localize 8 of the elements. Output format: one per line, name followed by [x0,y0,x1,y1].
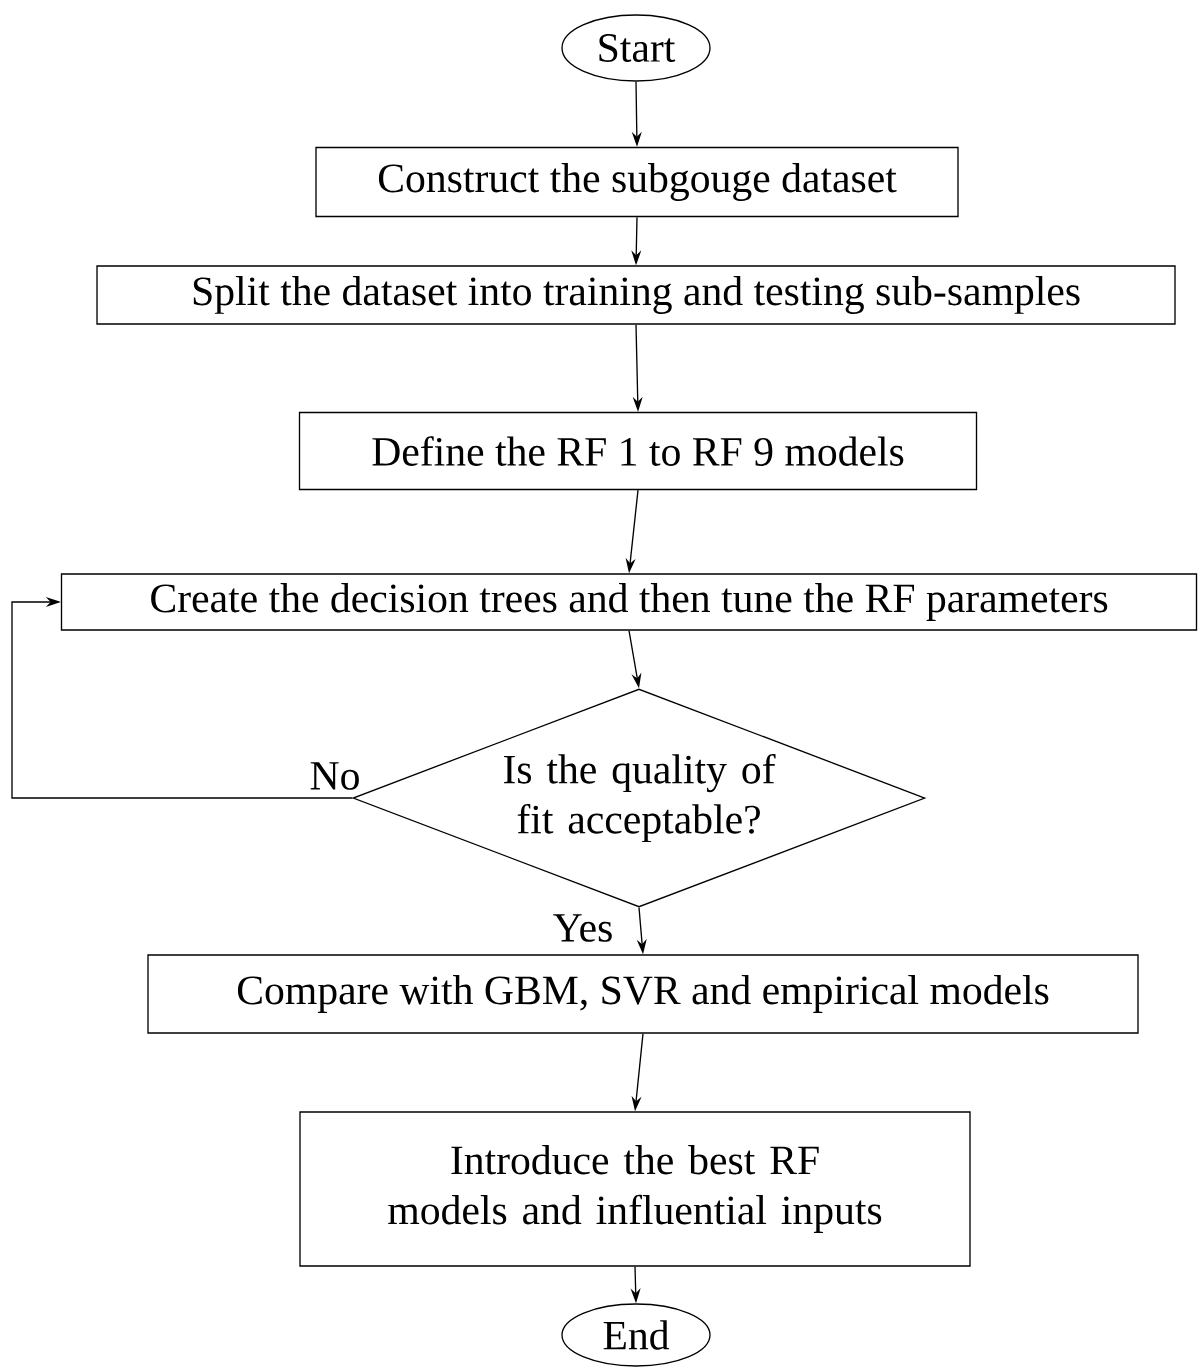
process-box: Split the dataset into training and testing sub-samples [96,265,1176,325]
arrow [11,596,353,799]
process-box: Compare with GBM, SVR and empirical models [147,954,1139,1034]
process-box: Introduce the best RF models and influential inputs [299,1111,971,1267]
edge-label: Yes [553,914,612,942]
process-box: Define the RF 1 to RF 9 models [298,411,978,491]
process-box: Create the decision trees and then tune the RF parameters [60,573,1198,631]
process-box: Construct the subgouge dataset [315,146,959,218]
